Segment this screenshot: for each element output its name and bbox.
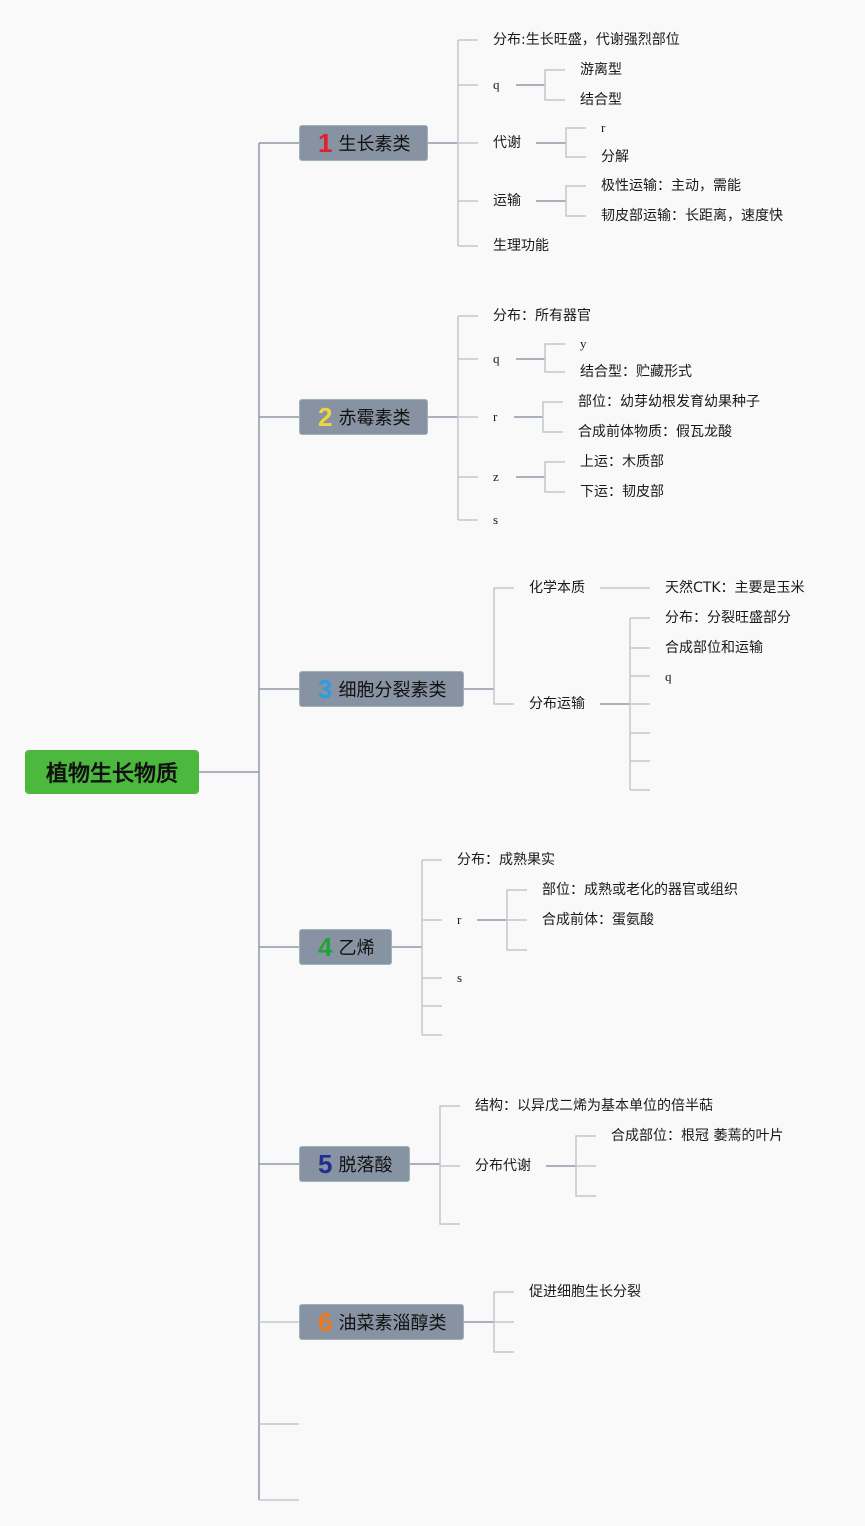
leaf-node[interactable]: 分布：成熟果实 <box>457 852 555 868</box>
leaf-node[interactable]: q <box>493 77 500 92</box>
b1-trans-bracket <box>565 185 586 217</box>
branch-label-2: 赤霉素类 <box>338 408 411 429</box>
leaf-node[interactable]: 促进细胞生长分裂 <box>529 1284 641 1300</box>
leaf-node[interactable]: 极性运输：主动，需能 <box>601 178 741 194</box>
b4-ticks <box>422 859 442 1036</box>
leaf-node[interactable]: 分布运输 <box>529 696 585 712</box>
leaf-node[interactable]: 分布：所有器官 <box>493 308 591 324</box>
branch-node-6[interactable]: 6 油菜素淄醇类 <box>299 1304 464 1340</box>
leaf-node[interactable]: 运输 <box>493 193 521 209</box>
leaf-node[interactable]: s <box>493 512 499 527</box>
leaf-node[interactable]: y <box>580 336 587 351</box>
leaf-node[interactable]: 代谢 <box>493 135 521 151</box>
leaf-node[interactable]: 生理功能 <box>493 238 549 254</box>
leaf-node[interactable]: 下运：韧皮部 <box>580 484 664 500</box>
leaf-node[interactable]: 分布代谢 <box>475 1158 531 1174</box>
leaf-node[interactable]: z <box>493 469 499 484</box>
branch-number-2: 2 <box>318 402 333 432</box>
leaf-node[interactable]: q <box>493 351 500 366</box>
branch-node-5[interactable]: 5 脱落酸 <box>299 1146 410 1182</box>
branch-number-4: 4 <box>318 932 333 962</box>
leaf-node[interactable]: 合成前体物质：假瓦龙酸 <box>578 424 732 440</box>
leaf-node[interactable]: 合成部位：根冠 萎蔫的叶片 <box>611 1128 784 1144</box>
b1-metab-bracket <box>565 127 586 158</box>
b6-bracket <box>493 1291 514 1353</box>
branch-number-6: 6 <box>318 1307 333 1337</box>
leaf-node[interactable]: 天然CTK：主要是玉米 <box>665 580 805 596</box>
leaf-node[interactable]: 部位：成熟或老化的器官或组织 <box>542 882 738 898</box>
branch-label-4: 乙烯 <box>338 938 375 959</box>
branch-node-1[interactable]: 1 生长素类 <box>299 125 428 161</box>
leaf-node[interactable]: 合成前体：蛋氨酸 <box>542 912 654 928</box>
b5-spine <box>439 1105 460 1225</box>
b2-ticks <box>458 315 478 521</box>
branch-label-3: 细胞分裂素类 <box>338 680 447 701</box>
branch-number-3: 3 <box>318 674 333 704</box>
leaf-node[interactable]: 结构：以异戊二烯为基本单位的倍半萜 <box>475 1098 713 1114</box>
leaf-node[interactable]: 游离型 <box>580 62 622 78</box>
b2-z-bracket <box>544 461 565 493</box>
branch-label-1: 生长素类 <box>338 134 411 155</box>
b4-r-spine <box>506 889 527 951</box>
branch-label-5: 脱落酸 <box>338 1155 393 1176</box>
leaf-node[interactable]: r <box>493 409 498 424</box>
leaf-node[interactable]: 结合型：贮藏形式 <box>580 364 692 380</box>
leaf-node[interactable]: 上运：木质部 <box>580 454 664 470</box>
leaf-node[interactable]: q <box>665 669 672 684</box>
b2-r-bracket <box>542 401 563 433</box>
leaf-node[interactable]: 分布:生长旺盛，代谢强烈部位 <box>493 32 680 48</box>
branch-node-4[interactable]: 4 乙烯 <box>299 929 392 965</box>
leaf-node[interactable]: r <box>601 120 606 135</box>
leaf-node[interactable]: 部位：幼芽幼根发育幼果种子 <box>578 394 760 410</box>
branch-number-5: 5 <box>318 1149 333 1179</box>
b3-bracket <box>493 587 514 705</box>
leaf-node[interactable]: 合成部位和运输 <box>665 640 763 656</box>
b1-q-bracket <box>544 69 565 101</box>
leaf-node[interactable]: 分解 <box>601 149 629 165</box>
b3-dist-ticks <box>630 617 650 791</box>
branch-node-2[interactable]: 2 赤霉素类 <box>299 399 428 435</box>
branch-number-1: 1 <box>318 128 333 158</box>
leaf-node[interactable]: r <box>457 912 462 927</box>
root-node[interactable]: 植物生长物质 <box>25 750 199 794</box>
b1-ticks <box>458 39 478 247</box>
leaf-node[interactable]: 分布：分裂旺盛部分 <box>665 610 791 626</box>
leaf-node[interactable]: s <box>457 970 463 985</box>
branch-node-3[interactable]: 3 细胞分裂素类 <box>299 671 464 707</box>
b2-q-bracket <box>544 343 565 373</box>
b5-dist-bracket <box>575 1135 596 1197</box>
leaf-node[interactable]: 韧皮部运输：长距离，速度快 <box>601 208 783 224</box>
leaf-node[interactable]: 化学本质 <box>529 580 585 596</box>
branch-label-6: 油菜素淄醇类 <box>338 1313 447 1334</box>
leaf-node[interactable]: 结合型 <box>580 92 622 108</box>
root-label: 植物生长物质 <box>45 762 178 787</box>
